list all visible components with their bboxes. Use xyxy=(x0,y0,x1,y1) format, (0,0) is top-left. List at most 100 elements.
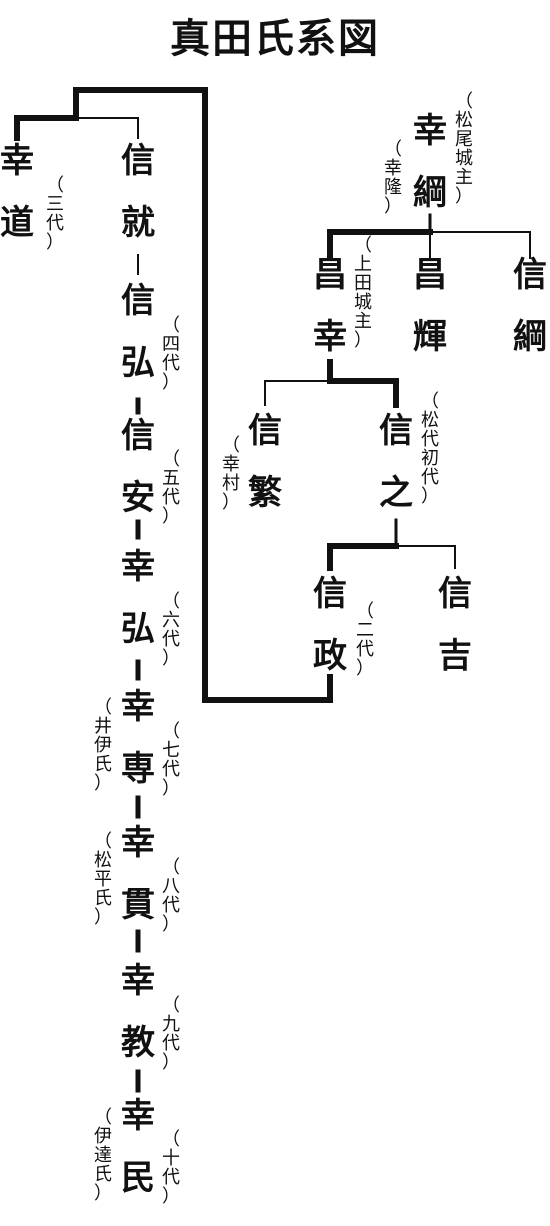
note-char: 隆 xyxy=(384,177,402,198)
note-char: 村 xyxy=(222,473,240,494)
note-char: 四 xyxy=(162,334,180,355)
note-char: （ xyxy=(162,315,180,336)
note-char: （ xyxy=(222,435,240,456)
note-char: 井 xyxy=(94,716,112,737)
name-char: 幸 xyxy=(413,111,447,151)
person-yukitaka: 幸 専 xyxy=(118,676,158,800)
person-yukimichi: 幸 道 xyxy=(0,130,37,254)
name-char: 昌 xyxy=(313,255,347,295)
note-char: 伊 xyxy=(94,735,112,756)
note-char: 松 xyxy=(421,410,439,431)
name-char: 繁 xyxy=(248,473,282,513)
note-char: 代 xyxy=(162,629,180,650)
name-char: 弘 xyxy=(121,343,155,383)
note-char: 代 xyxy=(46,213,64,234)
note-yukitami: （ 十 代 ） xyxy=(160,1130,182,1206)
note-char: （ xyxy=(354,235,372,256)
note-nobuyuki: （ 松 代 初 代 ） xyxy=(419,392,441,506)
alias-yukitsuna: （ 幸 隆 ） xyxy=(382,140,404,216)
note-char: 代 xyxy=(162,759,180,780)
note-char: （ xyxy=(162,449,180,470)
name-char: 幸 xyxy=(121,823,155,863)
note-char: 六 xyxy=(162,610,180,631)
note-char: ） xyxy=(222,492,240,513)
name-char: 民 xyxy=(121,1158,155,1198)
note-char: ） xyxy=(94,1183,112,1204)
person-yukinori: 幸 教 xyxy=(118,950,158,1074)
note-char: 十 xyxy=(162,1148,180,1169)
note-nobuyasu: （ 五 代 ） xyxy=(160,450,182,526)
link-nobumasa-to-branch xyxy=(73,87,333,703)
name-char: 信 xyxy=(121,416,155,456)
note-char: 主 xyxy=(354,311,372,332)
person-nobuhiro: 信 弘 xyxy=(118,270,158,394)
note-yukihiro: （ 六 代 ） xyxy=(160,592,182,668)
name-char: 幸 xyxy=(121,547,155,587)
note-char: ） xyxy=(162,778,180,799)
note-char: （ xyxy=(94,1107,112,1128)
note-char: 城 xyxy=(354,292,372,313)
note-char: 五 xyxy=(162,468,180,489)
origin-yukitsura: （ 松 平 氏 ） xyxy=(92,832,114,927)
person-masayuki: 昌 幸 xyxy=(310,244,350,368)
name-char: 幸 xyxy=(0,141,34,181)
note-char: 代 xyxy=(421,467,439,488)
name-char: 輝 xyxy=(413,317,447,357)
note-char: 氏 xyxy=(94,754,112,775)
note-char: （ xyxy=(162,995,180,1016)
name-char: 就 xyxy=(121,203,155,243)
note-char: （ xyxy=(94,831,112,852)
person-yukitsuna: 幸 綱 xyxy=(410,100,450,224)
note-char: （ xyxy=(384,139,402,160)
note-yukitaka: （ 七 代 ） xyxy=(160,722,182,798)
note-char: 九 xyxy=(162,1014,180,1035)
person-masateru: 昌 輝 xyxy=(410,244,450,368)
note-char: 城 xyxy=(455,148,473,169)
person-yukihiro: 幸 弘 xyxy=(118,536,158,660)
person-nobushige: 信 繁 xyxy=(245,400,285,524)
note-char: （ xyxy=(421,391,439,412)
name-char: 信 xyxy=(438,574,472,614)
person-nobuyasu: 信 安 xyxy=(118,405,158,529)
note-char: 三 xyxy=(46,194,64,215)
note-char: 代 xyxy=(162,487,180,508)
note-char: （ xyxy=(162,721,180,742)
note-char: 氏 xyxy=(94,888,112,909)
note-char: 尾 xyxy=(455,129,473,150)
person-yukitami: 幸 民 xyxy=(118,1085,158,1209)
person-nobunari: 信 就 xyxy=(118,130,158,254)
note-char: 幸 xyxy=(222,454,240,475)
note-char: 代 xyxy=(162,353,180,374)
name-char: 専 xyxy=(121,749,155,789)
note-char: （ xyxy=(356,601,374,622)
note-char: 代 xyxy=(356,639,374,660)
note-char: （ xyxy=(455,91,473,112)
note-char: 松 xyxy=(455,110,473,131)
name-char: 信 xyxy=(379,411,413,451)
note-char: ） xyxy=(354,330,372,351)
note-char: ） xyxy=(356,658,374,679)
person-nobumasa: 信 政 xyxy=(310,563,350,687)
note-char: （ xyxy=(94,697,112,718)
note-char: （ xyxy=(162,1129,180,1150)
note-char: ） xyxy=(162,648,180,669)
note-char: ） xyxy=(46,232,64,253)
note-char: 代 xyxy=(162,1167,180,1188)
note-char: 八 xyxy=(162,876,180,897)
note-char: ） xyxy=(421,486,439,507)
note-char: 田 xyxy=(354,273,372,294)
note-char: （ xyxy=(46,175,64,196)
note-char: ） xyxy=(162,1052,180,1073)
person-nobuyoshi: 信 吉 xyxy=(435,563,475,687)
note-char: ） xyxy=(94,773,112,794)
note-char: 上 xyxy=(354,254,372,275)
name-char: 幸 xyxy=(121,961,155,1001)
note-nobuhiro: （ 四 代 ） xyxy=(160,316,182,392)
note-char: 平 xyxy=(94,869,112,890)
note-yukitsuna: （ 松 尾 城 主 ） xyxy=(453,92,475,206)
name-char: 信 xyxy=(121,281,155,321)
note-char: 代 xyxy=(162,1033,180,1054)
note-char: 初 xyxy=(421,448,439,469)
note-masayuki: （ 上 田 城 主 ） xyxy=(352,236,374,350)
name-char: 政 xyxy=(313,636,347,676)
